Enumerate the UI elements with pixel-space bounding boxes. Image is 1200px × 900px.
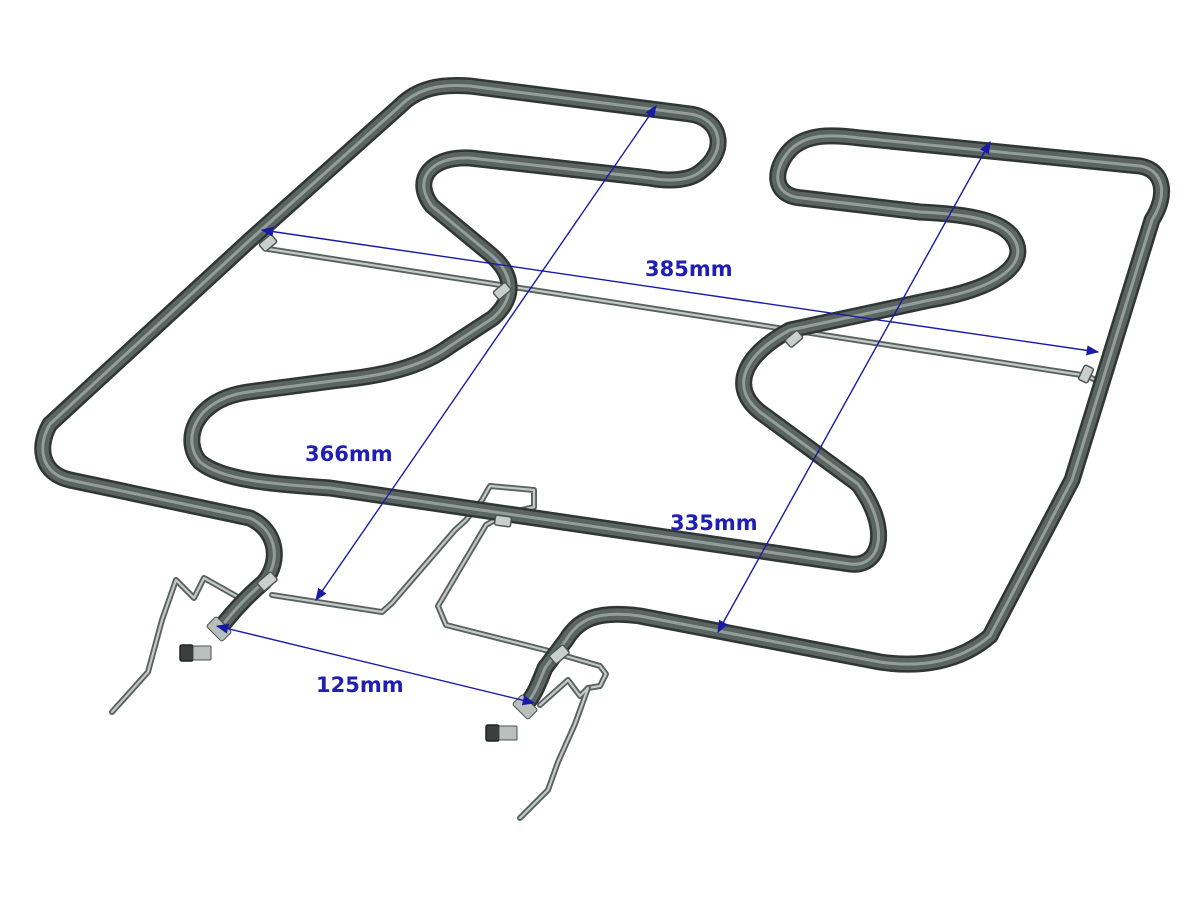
left-mounting-bracket: [109, 575, 239, 715]
dimension-annotations: 385mm 366mm 335mm 125mm: [215, 104, 1100, 706]
right-diagonal-dimension-line: [717, 140, 991, 634]
terminal-spacing-dimension-label: 125mm: [316, 673, 404, 697]
clip-right-outer: [1077, 364, 1095, 384]
left-diagonal-dimension-label: 366mm: [305, 442, 393, 466]
right-diagonal-dimension-label: 335mm: [670, 511, 758, 535]
heating-element-tube: [34, 77, 1170, 711]
right-mounting-bracket: [517, 677, 591, 821]
outer-heating-loop: [34, 77, 1170, 711]
left-diagonal-dimension-line: [315, 104, 657, 602]
clip-left-leg: [256, 571, 278, 592]
terminal-spacing-dimension-line: [215, 623, 536, 706]
clip-center: [493, 514, 513, 528]
width-dimension-label: 385mm: [645, 257, 733, 281]
clip-right-leg: [548, 644, 570, 665]
